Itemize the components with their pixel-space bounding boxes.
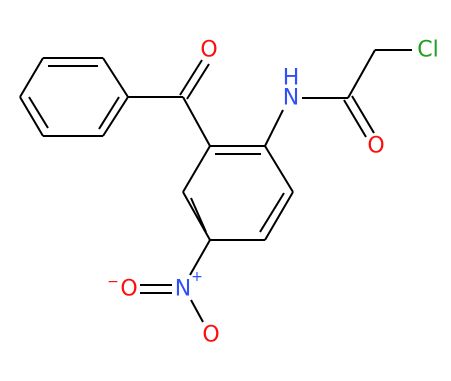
nitro-nitrogen-charge: + [191,269,203,285]
bond [347,49,376,99]
nitro-left-oxygen-charge: − [107,274,119,290]
bond [19,96,44,137]
atom-labels: O H N O Cl N + O − O [107,38,439,348]
bond [351,95,375,134]
amide-oxygen-label: O [367,134,384,159]
bond [102,57,129,98]
chlorine-label: Cl [417,38,438,63]
bond [259,192,285,233]
bond [182,96,211,147]
bond [264,145,294,193]
amide-hydrogen-label: H [283,66,300,91]
bond [19,57,44,98]
bond [98,96,120,130]
bond [343,99,367,138]
bond [190,197,207,233]
nitro-left-oxygen-label: O [120,277,137,302]
bond [182,145,211,193]
bonds [19,49,412,323]
bond [264,109,284,147]
bond [28,96,49,129]
bond [186,63,210,100]
ketone-oxygen-label: O [200,38,217,63]
nitro-lower-oxygen-label: O [202,323,219,348]
bond [189,239,211,276]
amide-nitrogen-label: N [283,86,299,111]
bond [264,191,294,241]
bond [190,299,204,323]
bond [179,59,203,96]
nitro-nitrogen-label: N [175,277,191,302]
bond [102,96,129,137]
